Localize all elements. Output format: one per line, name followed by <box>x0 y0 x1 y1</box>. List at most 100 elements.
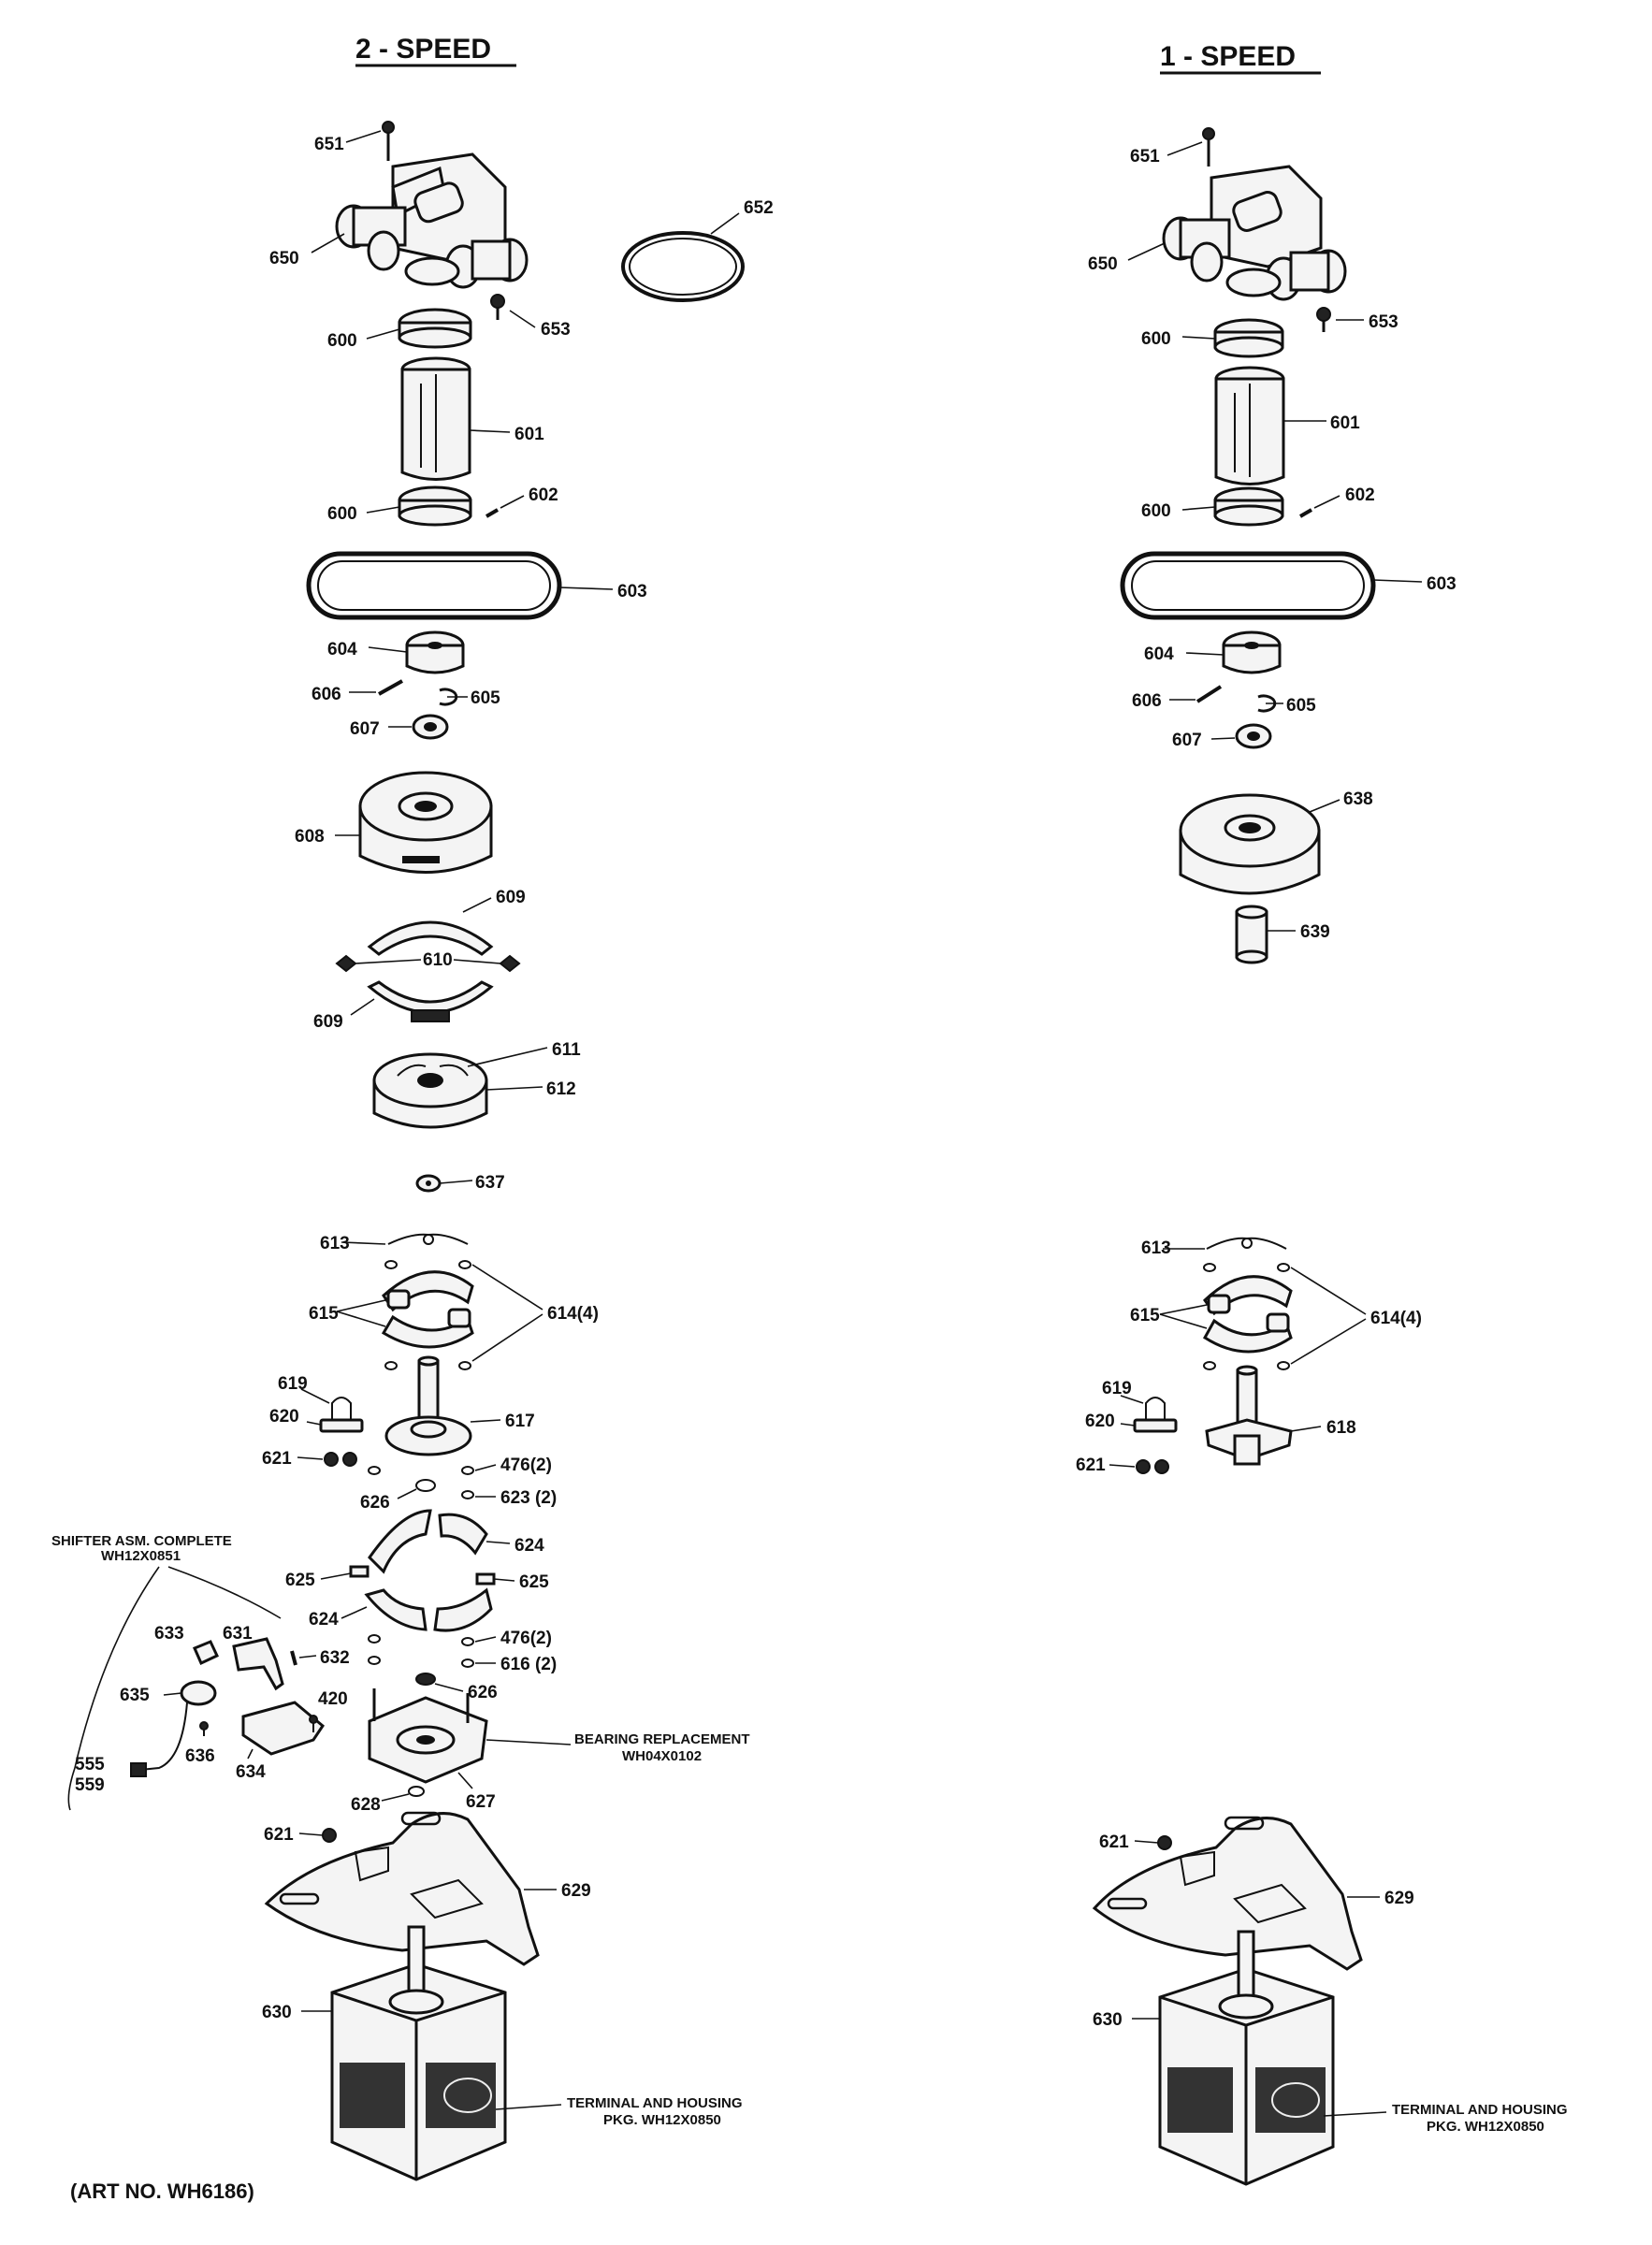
label-600b-left: 600 <box>327 504 357 524</box>
label-420-left: 420 <box>318 1689 348 1709</box>
part-613-plate-left <box>341 1233 469 1245</box>
part-627-plate-left <box>368 1688 572 1789</box>
note-shifter-line1: SHIFTER ASM. COMPLETE <box>51 1533 232 1549</box>
label-651-left: 651 <box>314 135 344 154</box>
part-632-pin-left <box>290 1650 317 1666</box>
part-624-lower-left <box>341 1587 493 1632</box>
label-636-left: 636 <box>185 1746 215 1766</box>
label-600a-left: 600 <box>327 331 357 351</box>
label-607-left: 607 <box>350 719 380 739</box>
part-606-key-right <box>1169 685 1223 703</box>
label-600b-right: 600 <box>1141 501 1171 521</box>
label-620-right: 620 <box>1085 1412 1115 1431</box>
part-631-lever-left <box>232 1637 284 1691</box>
art-number: (ART NO. WH6186) <box>70 2180 254 2203</box>
label-610-left: 610 <box>423 950 453 970</box>
note-terminal-left-line2: PKG. WH12X0850 <box>603 2112 721 2128</box>
part-634-bracket-left <box>241 1701 325 1760</box>
label-653-right: 653 <box>1369 312 1398 332</box>
part-653-screw-left <box>490 294 536 328</box>
label-626a-left: 626 <box>360 1493 390 1513</box>
label-634-left: 634 <box>236 1762 266 1782</box>
note-terminal-left-line1: TERMINAL AND HOUSING <box>567 2095 743 2111</box>
label-624a-left: 624 <box>514 1536 544 1556</box>
part-621-nuts-right-upper <box>1109 1459 1169 1474</box>
part-614-washers-left <box>384 1260 543 1378</box>
part-621-nut-right-lower <box>1134 1835 1172 1850</box>
part-609-shoe-lower-left <box>350 980 494 1022</box>
label-653-left: 653 <box>541 320 571 340</box>
part-639-bushing-right <box>1235 905 1296 964</box>
label-603-left: 603 <box>617 582 647 601</box>
label-651-right: 651 <box>1130 147 1160 167</box>
part-600-clamp-lower-right <box>1181 486 1284 527</box>
label-650-right: 650 <box>1088 254 1118 274</box>
part-608-drum-left <box>335 771 493 874</box>
label-621b-left: 621 <box>264 1825 294 1845</box>
part-619-ubolt-left <box>300 1388 352 1422</box>
label-621a-left: 621 <box>262 1449 292 1469</box>
label-616-left: 616 (2) <box>500 1655 557 1674</box>
part-604-pulley-left <box>368 630 465 674</box>
label-650-left: 650 <box>269 249 299 268</box>
label-603-right: 603 <box>1427 574 1456 594</box>
label-618-right: 618 <box>1326 1418 1356 1438</box>
label-627-left: 627 <box>466 1792 496 1812</box>
part-650-pump-left <box>311 152 529 289</box>
label-615-right: 615 <box>1130 1306 1160 1325</box>
label-639-right: 639 <box>1300 922 1330 942</box>
part-629-bracket-right <box>1092 1816 1380 1971</box>
label-604-right: 604 <box>1144 645 1174 664</box>
label-619-right: 619 <box>1102 1379 1132 1398</box>
part-625-tab-left-b <box>475 1572 515 1586</box>
label-611-left: 611 <box>552 1040 581 1060</box>
label-652-left: 652 <box>744 198 774 218</box>
label-555-left: 555 <box>75 1755 105 1774</box>
part-601-hose-right <box>1214 366 1326 485</box>
label-608-left: 608 <box>295 827 325 847</box>
label-630-right: 630 <box>1093 2010 1123 2030</box>
label-605-left: 605 <box>471 688 500 708</box>
part-610-spring-left <box>335 954 521 973</box>
part-621-nut-left-lower <box>298 1828 337 1843</box>
label-619-left: 619 <box>278 1374 308 1394</box>
label-621a-right: 621 <box>1076 1456 1106 1475</box>
label-635-left: 635 <box>120 1686 150 1705</box>
label-615-left: 615 <box>309 1304 339 1324</box>
part-621-nuts-left-upper <box>297 1452 357 1467</box>
label-623-left: 623 (2) <box>500 1488 557 1508</box>
note-bearing-line2: WH04X0102 <box>622 1748 702 1764</box>
part-638-drum-right <box>1179 793 1340 895</box>
part-620-clip-left <box>306 1418 364 1433</box>
part-601-hose-left <box>400 356 511 481</box>
label-637-left: 637 <box>475 1173 505 1193</box>
part-600-clamp-upper-left <box>366 308 472 349</box>
part-625-tab-left-a <box>320 1565 370 1580</box>
label-609a-left: 609 <box>496 888 526 907</box>
label-625a-left: 625 <box>285 1571 315 1590</box>
label-626b-left: 626 <box>468 1683 498 1702</box>
part-612-hub-left <box>372 1047 548 1129</box>
part-652-ring-left <box>621 212 745 302</box>
label-605-right: 605 <box>1286 696 1316 716</box>
label-602-right: 602 <box>1345 485 1375 505</box>
part-420-screw-left <box>309 1715 318 1732</box>
label-612-left: 612 <box>546 1079 576 1099</box>
part-620-clip-right <box>1120 1418 1178 1433</box>
part-602-pin-left <box>485 495 525 518</box>
label-633-left: 633 <box>154 1624 184 1644</box>
part-604-pulley-right <box>1185 630 1282 674</box>
label-609b-left: 609 <box>313 1012 343 1032</box>
label-613-right: 613 <box>1141 1238 1171 1258</box>
label-614-right: 614(4) <box>1370 1309 1422 1328</box>
part-603-belt-left <box>306 551 614 620</box>
label-614-left: 614(4) <box>547 1304 599 1324</box>
label-606-left: 606 <box>312 685 341 704</box>
note-shifter-line2: WH12X0851 <box>101 1548 181 1564</box>
label-625b-left: 625 <box>519 1572 549 1592</box>
part-633-block-left <box>193 1640 219 1666</box>
header-1-speed: 1 - SPEED <box>1160 41 1321 75</box>
label-601-right: 601 <box>1330 413 1360 433</box>
shifter-bracket-line <box>67 1566 160 1811</box>
